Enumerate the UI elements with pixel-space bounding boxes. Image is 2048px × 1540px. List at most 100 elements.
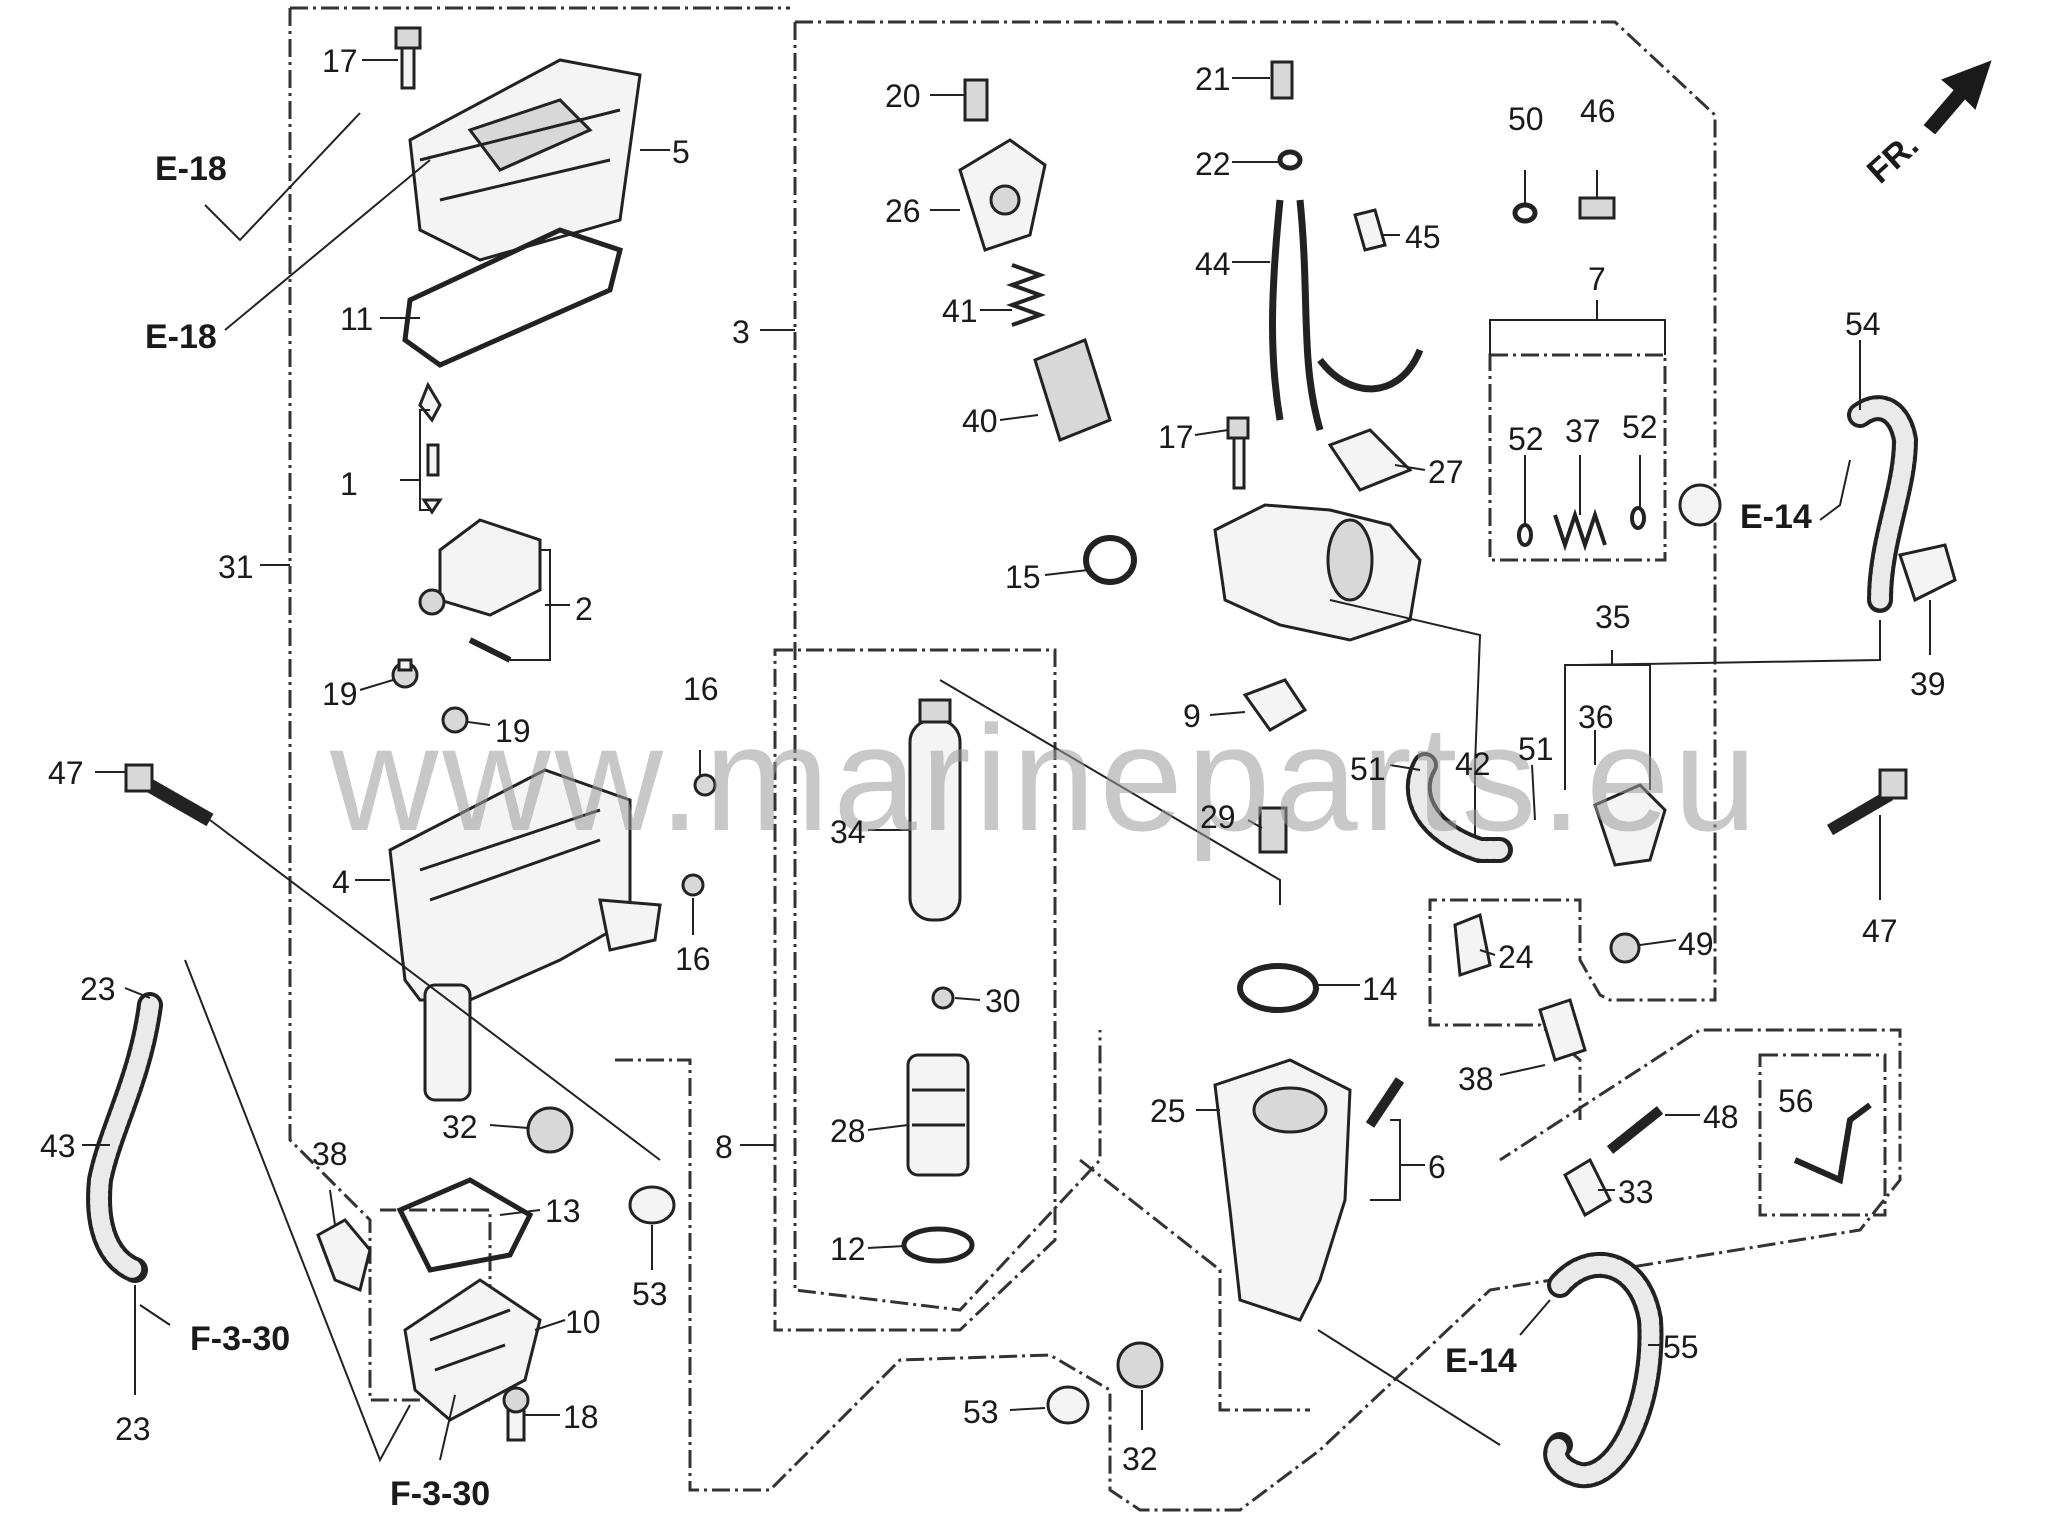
watermark-text: www.marineparts.eu — [329, 694, 1761, 862]
part-19-screw-a — [391, 658, 419, 689]
callout-13: 13 — [545, 1193, 581, 1229]
callout-21: 21 — [1195, 61, 1231, 97]
reference-labels: E-18 E-18 E-14 E-14 F-3-30 F-3-30 — [145, 150, 1812, 1513]
part-53-plug-b — [1046, 1385, 1090, 1425]
part-46-bolt — [1578, 196, 1616, 220]
part-39-connector — [1898, 543, 1957, 603]
assembly-outline-31 — [288, 6, 790, 1402]
callout-2: 2 — [575, 591, 593, 627]
callout-32: 32 — [442, 1109, 478, 1145]
callout-46: 46 — [1580, 93, 1616, 129]
part-56-bracket — [1793, 1102, 1872, 1185]
callout-12: 12 — [830, 1231, 866, 1267]
callout-48: 48 — [1703, 1099, 1739, 1135]
callout-19: 19 — [495, 713, 531, 749]
callout-1: 1 — [340, 466, 358, 502]
assembly-outline-8 — [773, 648, 1057, 1332]
callout-17: 17 — [322, 43, 358, 79]
callout-10: 10 — [565, 1304, 601, 1340]
callout-47: 47 — [1862, 913, 1898, 949]
part-50-washer — [1512, 202, 1538, 224]
part-37-spring — [1553, 508, 1607, 552]
part-24-clip — [1453, 912, 1492, 978]
callout-33: 33 — [1618, 1174, 1654, 1210]
part-6-plunger — [1365, 1077, 1405, 1128]
callout-18: 18 — [563, 1399, 599, 1435]
callout-37: 37 — [1565, 413, 1601, 449]
callout-41: 41 — [942, 293, 978, 329]
part-11-gasket — [402, 227, 623, 368]
callout-28: 28 — [830, 1113, 866, 1149]
callout-44: 44 — [1195, 246, 1231, 282]
callout-47: 47 — [48, 755, 84, 791]
callout-19: 19 — [322, 676, 358, 712]
part-10-cover — [403, 1278, 542, 1422]
callout-35: 35 — [1595, 599, 1631, 635]
part-29-fitting — [1258, 806, 1288, 854]
callout-4: 4 — [332, 864, 350, 900]
part-9-bracket — [1242, 678, 1308, 732]
part-16-nut-a — [693, 773, 717, 797]
ref-e-18-upper: E-18 — [155, 150, 227, 188]
callout-49: 49 — [1678, 926, 1714, 962]
callout-5: 5 — [672, 134, 690, 170]
callout-26: 26 — [885, 193, 921, 229]
callout-8: 8 — [715, 1129, 733, 1165]
callout-55: 55 — [1663, 1329, 1699, 1365]
part-17-bolt-upper — [394, 26, 422, 90]
part-32-gear-left — [526, 1106, 574, 1154]
part-52-washer-b — [1630, 506, 1646, 530]
callout-53: 53 — [632, 1276, 668, 1312]
part-38-clip-right — [1538, 998, 1587, 1062]
callout-25: 25 — [1150, 1093, 1186, 1129]
part-47-bolt-right — [1826, 768, 1908, 836]
callout-43: 43 — [40, 1128, 76, 1164]
callout-40: 40 — [962, 403, 998, 439]
callout-30: 30 — [985, 983, 1021, 1019]
part-38-clip-left — [316, 1218, 372, 1293]
part-26-plate — [958, 138, 1047, 252]
front-direction-label: FR. — [1860, 126, 1926, 191]
part-34-fuel-pump — [908, 698, 962, 922]
assembly-outline-lower — [615, 1028, 1902, 1512]
part-43-hose — [86, 992, 163, 1283]
callout-27: 27 — [1428, 454, 1464, 490]
part-16-nut-b — [681, 873, 705, 897]
ref-f-3-30-bottom: F-3-30 — [390, 1475, 490, 1513]
callout-32: 32 — [1122, 1441, 1158, 1477]
part-15-ring — [1083, 535, 1137, 585]
callout-31: 31 — [218, 549, 254, 585]
callout-52: 52 — [1508, 421, 1544, 457]
part-44-harness — [1269, 199, 1424, 431]
callout-6: 6 — [1428, 1149, 1446, 1185]
callout-51: 51 — [1518, 731, 1554, 767]
callout-23: 23 — [80, 971, 116, 1007]
ref-e-14-lower: E-14 — [1445, 1342, 1517, 1380]
front-direction-arrow-icon — [1923, 60, 1992, 135]
part-48-bolt — [1606, 1106, 1664, 1154]
part-2-float — [418, 518, 542, 663]
part-30-nut — [931, 986, 955, 1010]
part-22-washer — [1277, 149, 1303, 171]
part-55-hose — [1543, 1251, 1664, 1489]
part-14-oring — [1237, 963, 1319, 1013]
callout-29: 29 — [1200, 799, 1236, 835]
callout-labels: 17 5 11 1 2 31 19 19 16 47 4 16 23 43 23… — [40, 43, 1946, 1477]
ref-f-3-30-left: F-3-30 — [190, 1320, 290, 1358]
callout-11: 11 — [340, 301, 373, 337]
part-40-filter — [1033, 338, 1112, 442]
part-21-bolt — [1270, 60, 1294, 100]
part-53-plug-a — [628, 1185, 676, 1225]
part-17-bolt-middle — [1226, 416, 1250, 490]
part-19-screw-b — [441, 706, 469, 734]
callout-36: 36 — [1578, 699, 1614, 735]
callout-22: 22 — [1195, 146, 1231, 182]
leader-lines — [82, 59, 1931, 1446]
part-28-strainer — [906, 1053, 970, 1177]
part-13-gasket — [396, 1177, 534, 1273]
callout-9: 9 — [1183, 698, 1201, 734]
part-27-separator — [1213, 428, 1422, 642]
part-42-hose — [1405, 752, 1513, 863]
callout-53: 53 — [963, 1394, 999, 1430]
callout-7: 7 — [1588, 261, 1606, 297]
